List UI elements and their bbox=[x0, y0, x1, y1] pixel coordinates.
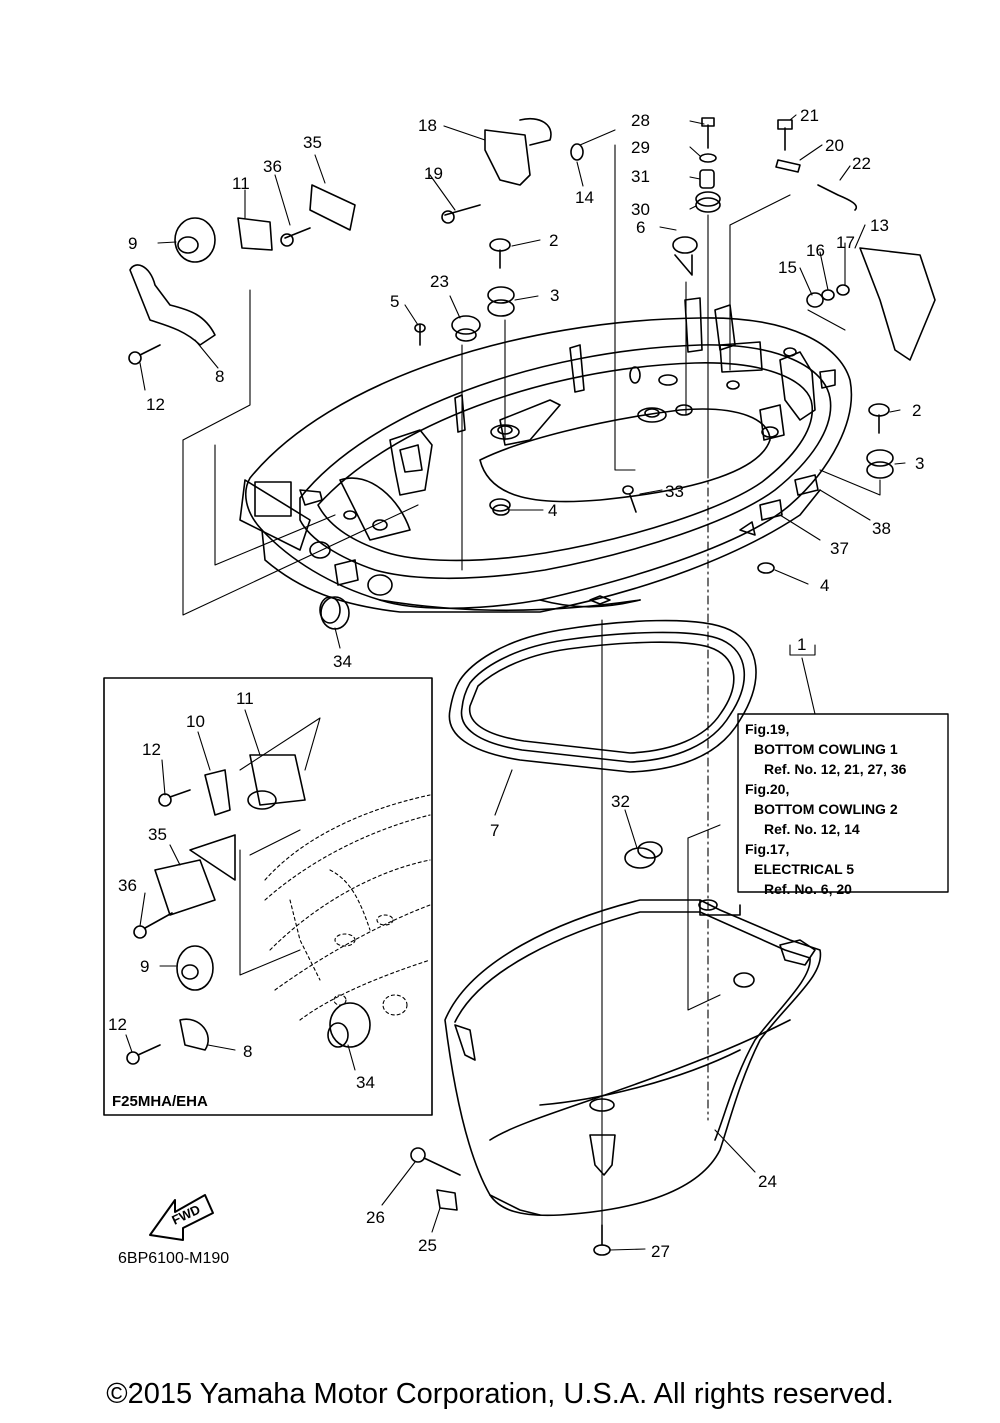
label-7: 7 bbox=[490, 821, 499, 840]
lower-cover-24 bbox=[444, 899, 822, 1217]
label-37: 37 bbox=[830, 539, 849, 558]
inset-label-34: 34 bbox=[356, 1073, 375, 1092]
label-24: 24 bbox=[758, 1172, 777, 1191]
label-25: 25 bbox=[418, 1236, 437, 1255]
part-glyphs bbox=[126, 117, 936, 1256]
label-11: 11 bbox=[232, 174, 250, 193]
label-1: 1 bbox=[797, 635, 806, 654]
label-27: 27 bbox=[651, 1242, 670, 1261]
copyright-notice: ©2015 Yamaha Motor Corporation, U.S.A. A… bbox=[106, 1378, 894, 1410]
inset-box bbox=[103, 677, 433, 1116]
assembly-lines bbox=[182, 129, 881, 1241]
reference-box bbox=[737, 713, 949, 893]
seal-gasket-7 bbox=[448, 619, 757, 773]
inset-label-12-top: 12 bbox=[142, 740, 161, 759]
ref-fig17-refs: Ref. No. 6, 20 bbox=[764, 881, 852, 897]
label-35: 35 bbox=[303, 133, 322, 152]
label-33: 33 bbox=[665, 482, 684, 501]
label-18: 18 bbox=[418, 116, 437, 135]
label-23: 23 bbox=[430, 272, 449, 291]
inset-label-35: 35 bbox=[148, 825, 167, 844]
inset-cowling-ghost bbox=[264, 794, 431, 1021]
inset-label-9: 9 bbox=[140, 957, 149, 976]
parts-diagram: 18 19 14 28 29 31 30 21 20 22 13 16 17 1… bbox=[103, 106, 949, 1267]
label-20: 20 bbox=[825, 136, 844, 155]
ref-fig19-refs: Ref. No. 12, 21, 27, 36 bbox=[764, 761, 907, 777]
label-3-right: 3 bbox=[915, 454, 924, 473]
label-28: 28 bbox=[631, 111, 650, 130]
label-8: 8 bbox=[215, 367, 224, 386]
label-32: 32 bbox=[611, 792, 630, 811]
label-5: 5 bbox=[390, 292, 399, 311]
label-13: 13 bbox=[870, 216, 889, 235]
label-14: 14 bbox=[575, 188, 594, 207]
label-30: 30 bbox=[631, 200, 650, 219]
label-38: 38 bbox=[872, 519, 891, 538]
diagram-code: 6BP6100-M190 bbox=[118, 1250, 229, 1267]
inset-title: F25MHA/EHA bbox=[112, 1093, 208, 1110]
label-36: 36 bbox=[263, 157, 282, 176]
ref-bottom-cowling-2: BOTTOM COWLING 2 bbox=[754, 801, 898, 817]
label-2-right: 2 bbox=[912, 401, 921, 420]
inset-label-36: 36 bbox=[118, 876, 137, 895]
inset-label-8: 8 bbox=[243, 1042, 252, 1061]
label-29: 29 bbox=[631, 138, 650, 157]
grommet-plug-34 bbox=[319, 596, 350, 630]
label-2-top: 2 bbox=[549, 231, 558, 250]
ref-fig19: Fig.19, bbox=[745, 721, 789, 737]
label-4-outer: 4 bbox=[820, 576, 829, 595]
label-26: 26 bbox=[366, 1208, 385, 1227]
inset-label-11: 11 bbox=[236, 689, 254, 708]
label-9: 9 bbox=[128, 234, 137, 253]
bottom-cowling-body bbox=[239, 297, 853, 613]
label-21: 21 bbox=[800, 106, 819, 125]
ref-fig20-refs: Ref. No. 12, 14 bbox=[764, 821, 860, 837]
label-12: 12 bbox=[146, 395, 165, 414]
label-17: 17 bbox=[836, 233, 855, 252]
ref-electrical-5: ELECTRICAL 5 bbox=[754, 861, 854, 877]
leader-lines bbox=[125, 114, 906, 1251]
inset-label-12-bottom: 12 bbox=[108, 1015, 127, 1034]
label-4-inner: 4 bbox=[548, 501, 557, 520]
label-19: 19 bbox=[424, 164, 443, 183]
label-31: 31 bbox=[631, 167, 650, 186]
label-15: 15 bbox=[778, 258, 797, 277]
label-3-top: 3 bbox=[550, 286, 559, 305]
label-16: 16 bbox=[806, 241, 825, 260]
ref-fig17: Fig.17, bbox=[745, 841, 789, 857]
ref-bottom-cowling-1: BOTTOM COWLING 1 bbox=[754, 741, 898, 757]
ref-fig20: Fig.20, bbox=[745, 781, 789, 797]
inset-label-10: 10 bbox=[186, 712, 205, 731]
label-6: 6 bbox=[636, 218, 645, 237]
label-22: 22 bbox=[852, 154, 871, 173]
label-34: 34 bbox=[333, 652, 352, 671]
